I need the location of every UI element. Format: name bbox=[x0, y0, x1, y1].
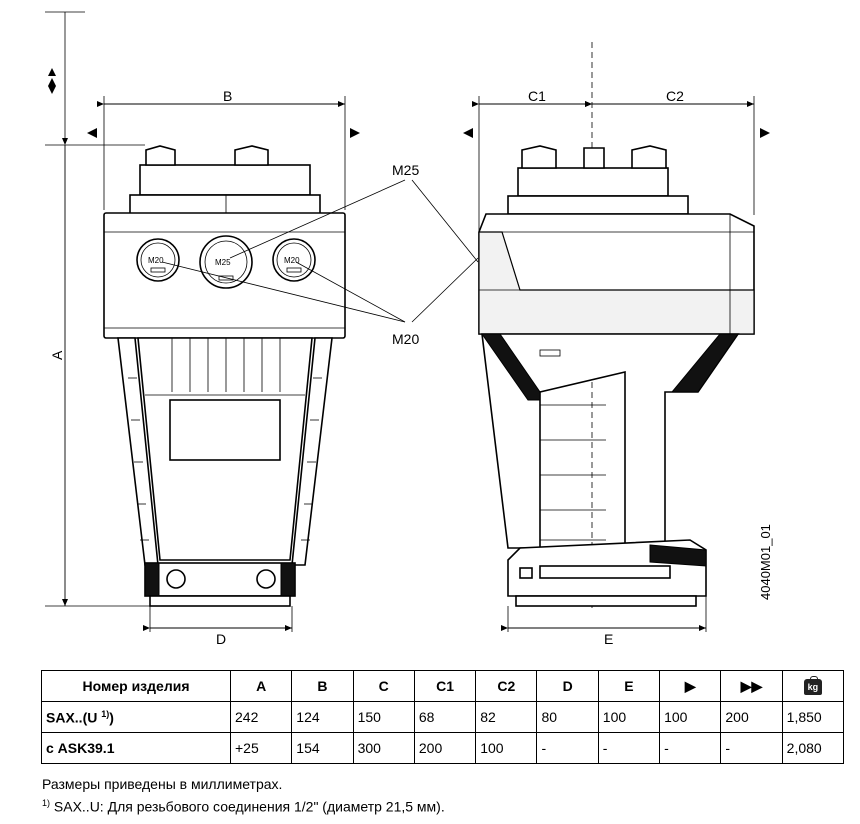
svg-text:M25: M25 bbox=[215, 258, 231, 267]
table-cell: - bbox=[659, 732, 722, 764]
drawing-id: 4040M01_01 bbox=[758, 524, 773, 600]
side-view: C1 C2 bbox=[463, 42, 770, 647]
column-header-c: C bbox=[352, 670, 415, 702]
gland-m25-center: M25 bbox=[199, 235, 253, 289]
dimension-label-c2: C2 bbox=[666, 88, 684, 104]
front-view: A B M20 M25 bbox=[45, 11, 360, 647]
callout-m20: M20 bbox=[392, 331, 419, 347]
column-header-weight: kg bbox=[781, 670, 845, 702]
note-thread: 1) SAX..U: Для резьбового соединения 1/2… bbox=[42, 798, 445, 815]
dimension-label-c1: C1 bbox=[528, 88, 546, 104]
column-header-c1: C1 bbox=[413, 670, 477, 702]
table-cell: - bbox=[720, 732, 783, 764]
gland-m20-left: M20 bbox=[136, 238, 180, 282]
dimension-label-b: B bbox=[223, 88, 232, 104]
table-cell: 100 bbox=[659, 701, 722, 733]
table-cell: 100 bbox=[475, 732, 538, 764]
column-header-c2: C2 bbox=[475, 670, 538, 702]
arrow-left-icon bbox=[463, 128, 473, 138]
arrow-right-icon bbox=[350, 128, 360, 138]
table-cell: 200 bbox=[720, 701, 783, 733]
note-units: Размеры приведены в миллиметрах. bbox=[42, 776, 283, 792]
table-header-row: Номер изделия A B C C1 C2 D E ▶ ▶▶ kg bbox=[41, 670, 845, 702]
table-row: SAX..(U 1)) 242 124 150 68 82 80 100 100… bbox=[41, 701, 845, 733]
table-cell: 154 bbox=[291, 732, 354, 764]
table-cell: +25 bbox=[229, 732, 293, 764]
dimension-label-a: A bbox=[49, 350, 65, 360]
table-cell: 124 bbox=[291, 701, 354, 733]
column-header-a: A bbox=[229, 670, 293, 702]
clearance-mark-icon bbox=[48, 68, 56, 94]
column-header-product: Номер изделия bbox=[41, 670, 231, 702]
product-cell: SAX..(U 1)) bbox=[41, 701, 231, 733]
kg-icon: kg bbox=[803, 676, 822, 695]
table-cell: - bbox=[536, 732, 599, 764]
dimension-label-e: E bbox=[604, 631, 613, 647]
double-arrow-right-icon: ▶▶ bbox=[720, 670, 783, 702]
table-cell: 82 bbox=[475, 701, 538, 733]
footnotes: Размеры приведены в миллиметрах. 1) SAX.… bbox=[42, 775, 445, 817]
dimension-label-d: D bbox=[216, 631, 226, 647]
column-header-d: D bbox=[536, 670, 599, 702]
table-cell: 300 bbox=[352, 732, 415, 764]
product-cell: с ASK39.1 bbox=[41, 732, 231, 764]
arrow-right-icon bbox=[760, 128, 770, 138]
table-cell: 200 bbox=[413, 732, 477, 764]
table-cell: 1,850 bbox=[781, 701, 845, 733]
arrow-right-icon: ▶ bbox=[659, 670, 722, 702]
table-cell: 68 bbox=[413, 701, 477, 733]
table-cell: 100 bbox=[597, 701, 661, 733]
arrow-left-icon bbox=[87, 128, 97, 138]
table-row: с ASK39.1 +25 154 300 200 100 - - - - 2,… bbox=[41, 732, 845, 764]
callout-m25: M25 bbox=[392, 162, 419, 178]
table-cell: 80 bbox=[536, 701, 599, 733]
callouts: M25 M20 bbox=[161, 162, 479, 347]
svg-text:M20: M20 bbox=[148, 256, 164, 265]
column-header-e: E bbox=[597, 670, 661, 702]
table-cell: 2,080 bbox=[781, 732, 845, 764]
table-cell: 242 bbox=[229, 701, 293, 733]
table-cell: - bbox=[597, 732, 661, 764]
svg-text:M20: M20 bbox=[284, 256, 300, 265]
dimension-drawing: A B M20 M25 bbox=[45, 11, 773, 647]
column-header-b: B bbox=[291, 670, 354, 702]
dimensions-table: Номер изделия A B C C1 C2 D E ▶ ▶▶ kg SA… bbox=[41, 670, 845, 764]
table-cell: 150 bbox=[352, 701, 415, 733]
gland-m20-right: M20 bbox=[272, 238, 316, 282]
